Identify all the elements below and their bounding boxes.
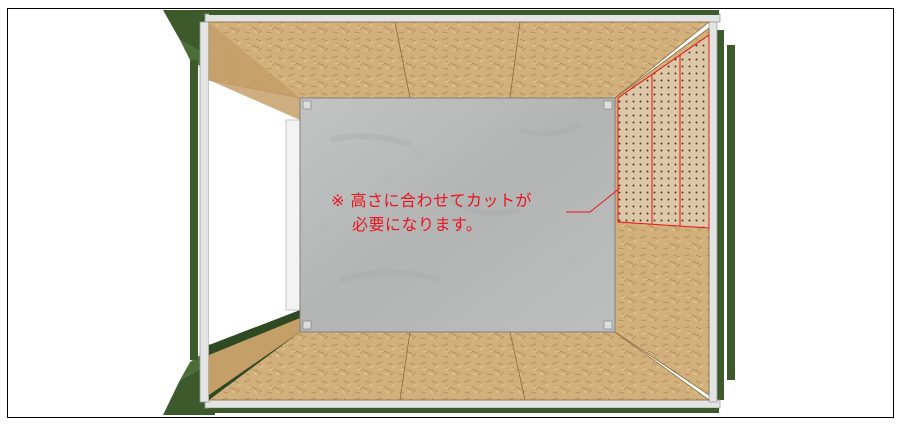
frame-post-right — [715, 30, 724, 400]
frame-post-left — [190, 60, 198, 360]
rail-top — [204, 13, 721, 23]
rail-right — [708, 21, 718, 403]
door-opening — [209, 80, 300, 345]
rail-bottom — [204, 399, 721, 409]
pegboard-panel — [617, 34, 710, 229]
annotation-line-1: ※ 高さに合わせてカットが — [331, 191, 532, 210]
floor-panel — [299, 97, 616, 333]
rail-left — [199, 21, 210, 403]
frame-post-right-outer — [727, 45, 735, 380]
annotation-line-2: 必要になります。 — [352, 215, 483, 234]
